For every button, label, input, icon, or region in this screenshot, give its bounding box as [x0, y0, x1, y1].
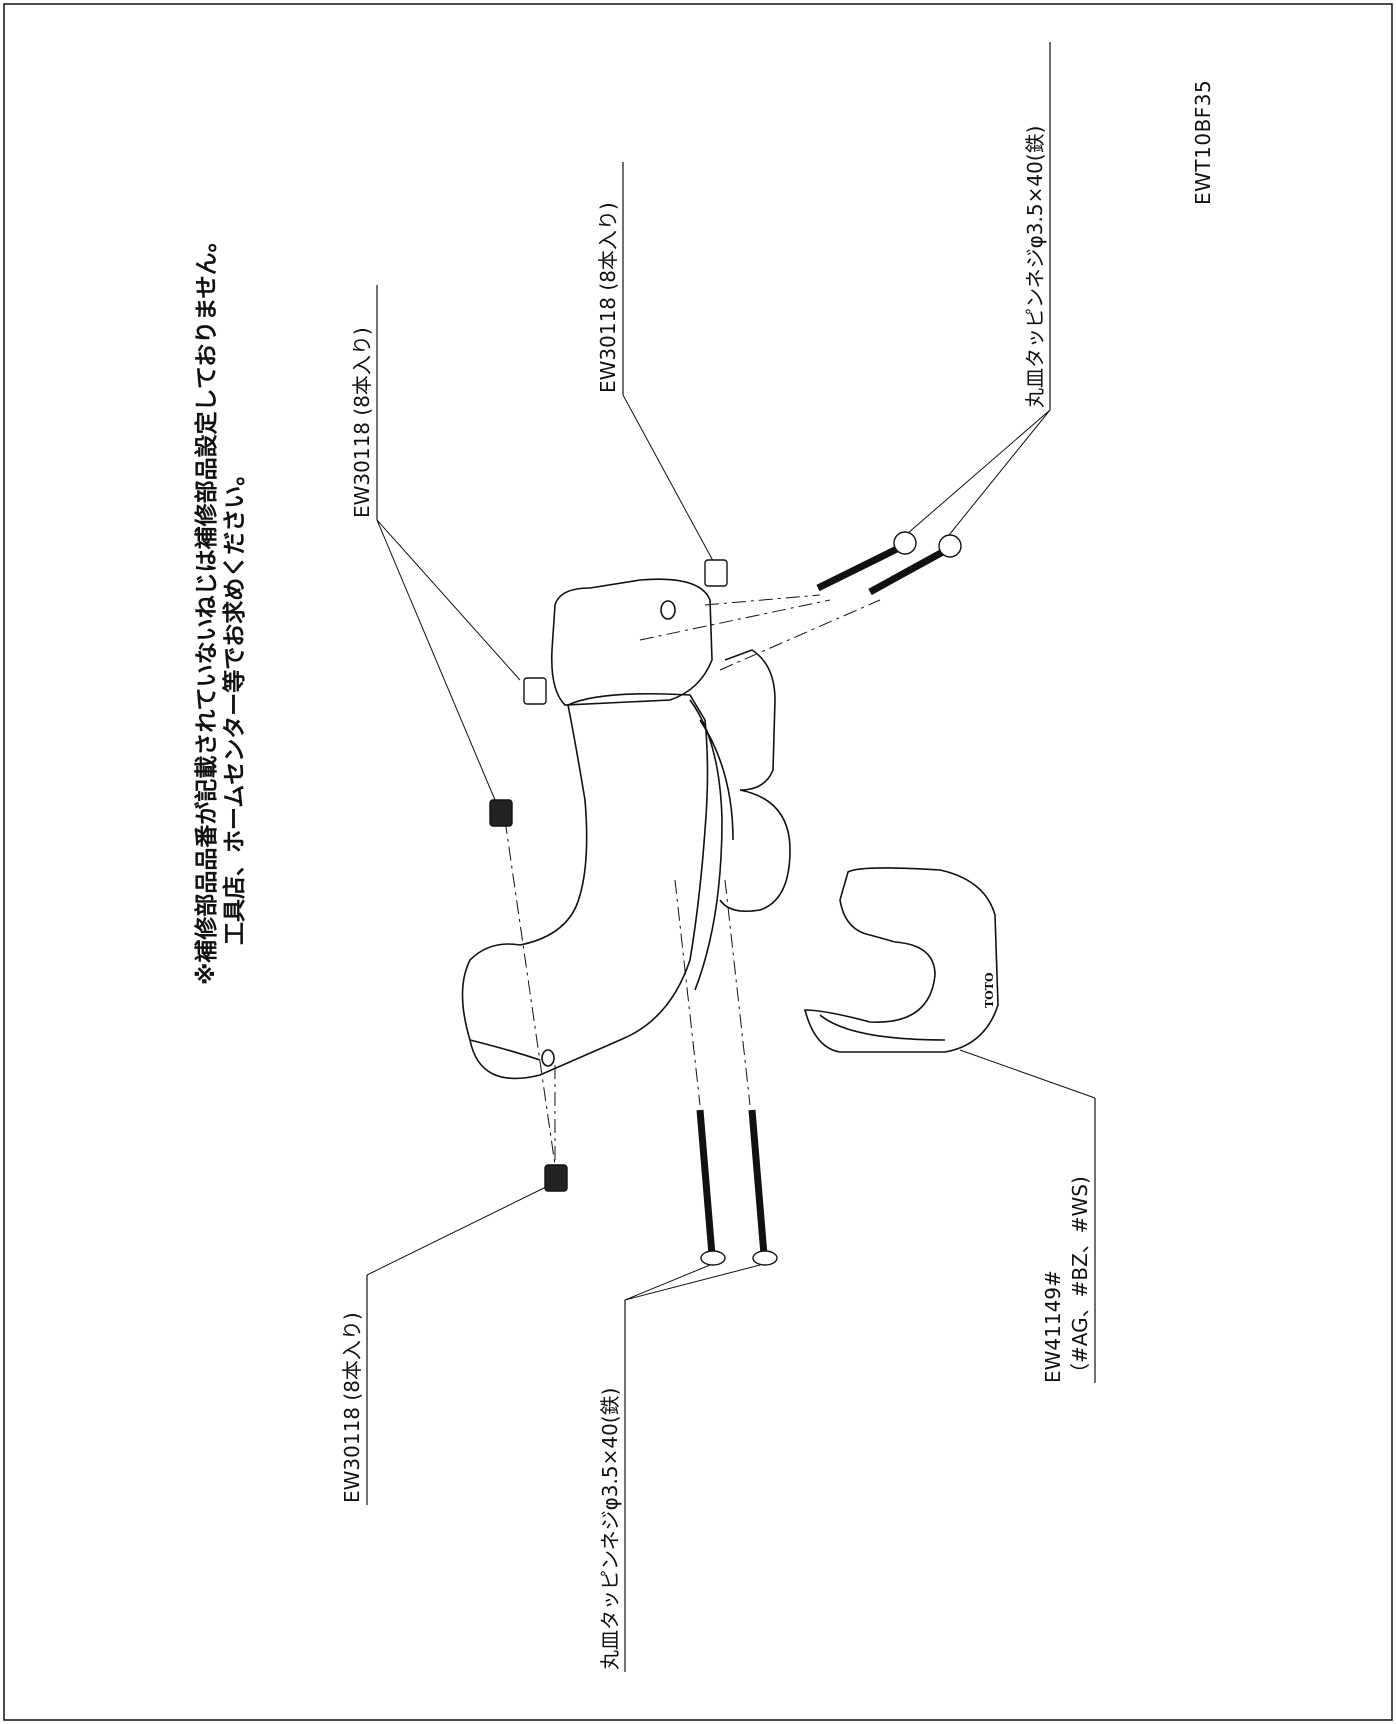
brand-mark: TOTO [983, 972, 996, 1008]
label-set-screw-left: EW30118 (8本入り) [340, 1312, 364, 1503]
label-set-screw-center: EW30118 (8本入り) [350, 327, 374, 518]
label-set-screw-top: EW30118 (8本入り) [596, 202, 620, 393]
leader-lines [366, 394, 1096, 1301]
repair-note-line1: ※補修部品品番が記載されていないねじは補修部品設定しておりません。 [194, 229, 220, 985]
label-cover-part: EW41149# [1041, 1270, 1065, 1383]
set-screws [489, 559, 728, 1192]
label-tapping-screw-bottom: 丸皿タッピンネジφ3.5×40(鉄) [598, 1387, 622, 1670]
assembly-center-lines [504, 594, 881, 1166]
label-tapping-screw-top: 丸皿タッピンネジφ3.5×40(鉄) [1023, 125, 1047, 408]
handle-body [461, 578, 791, 1080]
drawing-border [3, 3, 1393, 1721]
repair-note-line2: 工具店、ホームセンター等でお求めください。 [222, 462, 248, 945]
label-cover-colors: （#AG、#BZ、#WS) [1068, 1176, 1092, 1383]
label-underlines [366, 42, 1096, 1672]
document-code: EWT10BF35 [1191, 79, 1215, 205]
tapping-screws-top [816, 531, 962, 596]
cover-part-outline [803, 867, 999, 1053]
tapping-screws-bottom [696, 1109, 778, 1266]
